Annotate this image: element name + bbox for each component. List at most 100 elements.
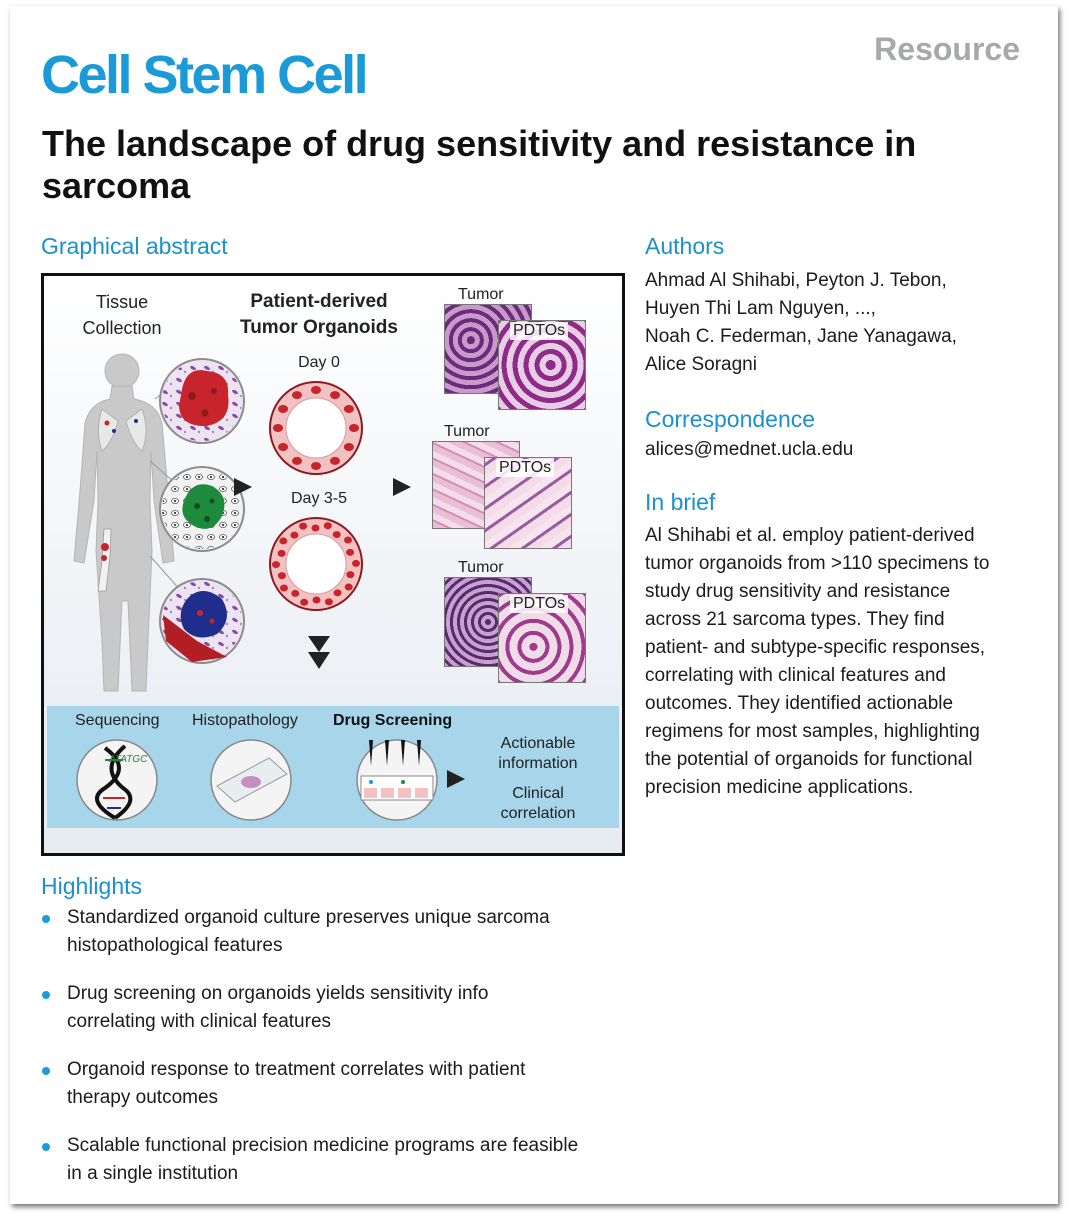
dna-sequence-text: ATATGC bbox=[109, 754, 148, 765]
organoid-cell bbox=[290, 531, 299, 539]
tumor-label: Tumor bbox=[458, 559, 504, 576]
organoid-cell bbox=[300, 598, 309, 606]
highlight-line: therapy outcomes bbox=[67, 1087, 219, 1108]
organoid-cell bbox=[323, 522, 332, 530]
organoid-cell bbox=[351, 559, 360, 567]
in-brief-line: outcomes. They identified actionable bbox=[645, 693, 954, 714]
in-brief-line: the potential of organoids for functiona… bbox=[645, 749, 973, 770]
author-line: Alice Soragni bbox=[645, 354, 757, 375]
correspondence-heading: Correspondence bbox=[645, 406, 816, 432]
paper-page: Cell Stem Cell Resource The landscape of… bbox=[10, 6, 1058, 1204]
analysis-strip: Sequencing Histopathology Drug Screening… bbox=[47, 706, 619, 828]
organoid-cell bbox=[343, 443, 354, 451]
organoid-cell bbox=[330, 391, 340, 400]
organoid-cell bbox=[344, 583, 353, 591]
organoid-cell bbox=[277, 572, 286, 580]
in-brief-heading: In brief bbox=[645, 489, 716, 515]
organoid-cell bbox=[333, 589, 342, 597]
histology-panel-2: Tumor PDTOs bbox=[424, 423, 594, 563]
organoid-cell bbox=[332, 531, 341, 539]
tissue-label-line2: Collection bbox=[82, 318, 162, 338]
pdto-label-line1: Patient-derived bbox=[250, 291, 388, 312]
organoid-cell bbox=[278, 443, 289, 451]
journal-name: Cell Stem Cell bbox=[41, 45, 369, 105]
histology-panel-1: Tumor PDTOs bbox=[438, 286, 598, 426]
actionable-line2: information bbox=[498, 755, 578, 772]
pdtos-label: PDTOs bbox=[510, 595, 569, 613]
dna-sequencing-icon bbox=[76, 739, 158, 821]
highlights-list: Standardized organoid culture preserves … bbox=[41, 904, 641, 1208]
author-line: Huyen Thi Lam Nguyen, ..., bbox=[645, 298, 876, 319]
authors-list: Ahmad Al Shihabi, Peyton J. Tebon, Huyen… bbox=[645, 267, 1045, 379]
day0-label: Day 0 bbox=[298, 354, 340, 371]
clinical-line2: correlation bbox=[500, 805, 576, 822]
author-line: Ahmad Al Shihabi, Peyton J. Tebon, bbox=[645, 270, 947, 291]
organoid-cell bbox=[279, 537, 288, 545]
organoid-cell bbox=[273, 424, 283, 432]
in-brief-line: tumor organoids from >110 specimens to bbox=[645, 553, 990, 574]
in-brief-line: patient- and subtype-specific responses, bbox=[645, 637, 986, 658]
pdtos-label: PDTOs bbox=[510, 322, 569, 340]
highlight-line: Organoid response to treatment correlate… bbox=[67, 1059, 526, 1080]
highlight-item: Standardized organoid culture preserves … bbox=[41, 904, 641, 960]
actionable-information-label: Actionable information bbox=[475, 734, 601, 774]
highlights-heading: Highlights bbox=[41, 873, 142, 899]
drug-screening-plate-icon bbox=[356, 739, 438, 821]
organoid-cell bbox=[279, 584, 288, 592]
drug-screening-label: Drug Screening bbox=[333, 712, 453, 729]
day35-label: Day 3-5 bbox=[290, 490, 348, 507]
article-title: The landscape of drug sensitivity and re… bbox=[42, 123, 917, 206]
pdto-label-line2: Tumor Organoids bbox=[240, 317, 398, 338]
organoid-cell bbox=[312, 596, 321, 604]
pdto-label: Patient-derived Tumor Organoids bbox=[214, 289, 424, 341]
organoid-cell bbox=[278, 405, 289, 413]
in-brief-line: across 21 sarcoma types. They find bbox=[645, 609, 945, 630]
organoid-cell bbox=[291, 589, 300, 597]
actionable-line1: Actionable bbox=[500, 735, 576, 752]
double-arrow-down-icon bbox=[308, 636, 330, 669]
organoid-cell bbox=[299, 522, 308, 530]
correspondence-email[interactable]: alices@mednet.ucla.edu bbox=[645, 439, 854, 460]
bullet-icon bbox=[42, 915, 50, 923]
organoid-cell bbox=[311, 524, 320, 532]
organoid-cell bbox=[311, 462, 321, 470]
highlight-line: histopathological features bbox=[67, 935, 283, 956]
organoid-cell bbox=[272, 561, 281, 569]
organoid-cell bbox=[324, 598, 333, 606]
organoid-cell bbox=[349, 424, 359, 432]
highlight-line: Scalable functional precision medicine p… bbox=[67, 1135, 579, 1156]
organoid-cell bbox=[311, 386, 321, 394]
arrow-right-icon bbox=[447, 770, 465, 788]
sequencing-label: Sequencing bbox=[75, 712, 160, 729]
highlight-line: Drug screening on organoids yields sensi… bbox=[67, 983, 489, 1004]
in-brief-line: precision medicine applications. bbox=[645, 777, 914, 798]
histopathology-label: Histopathology bbox=[192, 712, 298, 729]
organoid-day0 bbox=[269, 381, 363, 475]
graphical-abstract: Tissue Collection Patient-derived Tumor … bbox=[41, 273, 625, 856]
in-brief-text: Al Shihabi et al. employ patient-derived… bbox=[645, 522, 1050, 802]
highlight-line: correlating with clinical features bbox=[67, 1011, 332, 1032]
tissue-label-line1: Tissue bbox=[95, 292, 149, 312]
organoid-cell bbox=[346, 571, 355, 579]
clinical-line1: Clinical bbox=[512, 785, 564, 802]
organoid-cell bbox=[292, 456, 302, 465]
authors-heading: Authors bbox=[645, 233, 725, 259]
highlight-item: Drug screening on organoids yields sensi… bbox=[41, 980, 641, 1036]
pdtos-label: PDTOs bbox=[496, 459, 555, 477]
arrow-right-icon bbox=[393, 478, 411, 496]
tumor-label: Tumor bbox=[444, 423, 490, 440]
organoid-cell bbox=[346, 548, 355, 556]
highlight-line: in a single institution bbox=[67, 1163, 239, 1184]
highlight-line: Standardized organoid culture preserves … bbox=[67, 907, 550, 928]
bullet-icon bbox=[42, 991, 50, 999]
clinical-correlation-label: Clinical correlation bbox=[475, 784, 601, 824]
bullet-icon bbox=[42, 1067, 50, 1075]
in-brief-line: regimens for most samples, highlighting bbox=[645, 721, 980, 742]
human-body-illustration bbox=[73, 353, 245, 692]
histology-panel-3: Tumor PDTOs bbox=[438, 559, 598, 699]
organoid-cell bbox=[277, 549, 286, 557]
highlight-item: Organoid response to treatment correlate… bbox=[41, 1056, 641, 1112]
highlight-item: Scalable functional precision medicine p… bbox=[41, 1132, 641, 1188]
article-type: Resource bbox=[874, 31, 1020, 67]
in-brief-line: correlating with clinical features and bbox=[645, 665, 946, 686]
